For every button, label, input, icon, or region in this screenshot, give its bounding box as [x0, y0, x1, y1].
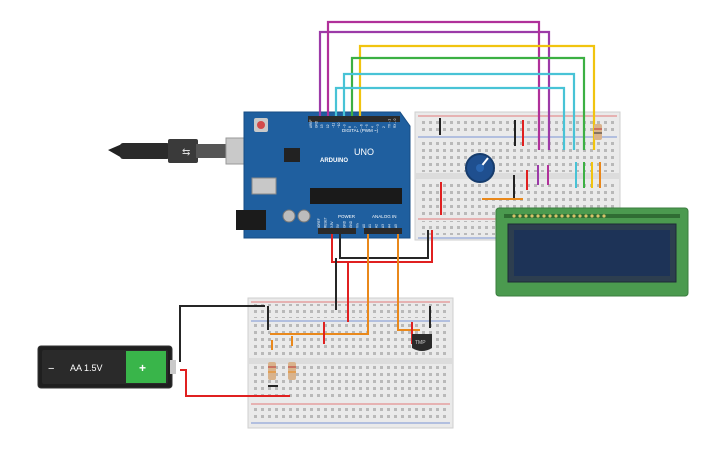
digital-pin-label: ~9 — [343, 124, 347, 128]
battery-aa[interactable]: − AA 1.5V + — [37, 345, 176, 389]
digital-pin-label: ~3 — [376, 124, 380, 128]
resistor-bottom-1 — [268, 362, 276, 380]
digital-header-label: DIGITAL (PWM ~) — [342, 128, 379, 133]
resistor-bottom-2 — [288, 362, 296, 380]
power-analog-pin-label: 3.3V — [330, 221, 334, 228]
lcd-display — [495, 207, 689, 297]
wire-red-battery — [180, 369, 290, 397]
digital-pin-label: 2 — [382, 126, 386, 128]
lcd-pin — [572, 214, 576, 218]
power-analog-pin-label: A1 — [368, 224, 372, 228]
power-analog-pin-label: GND — [349, 220, 353, 228]
lcd-pin — [524, 214, 528, 218]
lcd-pin — [518, 214, 522, 218]
breadboard-bottom-parts — [267, 306, 431, 387]
sensor-label: TMP — [415, 340, 426, 346]
arduino-model-label: UNO — [354, 147, 374, 157]
usb-cable: ⇆ — [108, 137, 261, 165]
digital-pin-label: 12 — [326, 124, 330, 128]
analog-header-label: ANALOG IN — [372, 214, 397, 219]
lcd-pin — [596, 214, 600, 218]
lcd-pin — [590, 214, 594, 218]
chip-small — [284, 148, 300, 162]
lcd-pin — [542, 214, 546, 218]
wire-cyan-1 — [342, 72, 576, 150]
wire-yellow-1 — [358, 44, 596, 150]
power-header-label: POWER — [338, 214, 356, 219]
lcd-pin — [560, 214, 564, 218]
power-analog-pin-label: A2 — [375, 224, 379, 228]
power-analog-pin-label: A0 — [362, 224, 366, 228]
wire-black-arduino-gnd — [339, 230, 429, 259]
svg-text:⇆: ⇆ — [182, 147, 190, 158]
lcd-pin — [554, 214, 558, 218]
digital-pin-label: AREF — [309, 119, 313, 128]
digital-pin-label: GND — [315, 120, 319, 128]
lcd-pin — [584, 214, 588, 218]
digital-pin-label: 7 — [354, 126, 358, 128]
power-analog-pin-label: A5 — [394, 224, 398, 228]
atmega-chip — [310, 188, 402, 204]
lcd-pin — [512, 214, 516, 218]
arduino-uno-board[interactable]: ARDUINO UNO DIGITAL (PWM ~) POWER ANALOG… — [236, 111, 411, 239]
arduino-logo-text: ARDUINO — [320, 158, 348, 164]
wire-purple-1 — [318, 30, 551, 150]
digital-pin-label: ~5 — [365, 124, 369, 128]
digital-pin-label: ~6 — [359, 124, 363, 128]
power-analog-pin-label: A4 — [387, 224, 391, 228]
digital-pin-label: ~10 — [337, 122, 341, 128]
wire-magenta-1 — [326, 20, 541, 150]
lcd-pin — [566, 214, 570, 218]
resistor-top — [594, 124, 602, 140]
lcd-pin — [602, 214, 606, 218]
power-header — [318, 228, 356, 234]
power-wires — [179, 230, 433, 397]
digital-header — [308, 116, 400, 122]
potentiometer[interactable] — [465, 153, 495, 183]
wire-red-arduino-5v — [331, 230, 433, 263]
lcd-pin — [530, 214, 534, 218]
wire-black-battery — [179, 305, 265, 362]
lcd-pin — [536, 214, 540, 218]
analog-header — [364, 228, 402, 234]
breadboard-top-parts — [439, 118, 602, 215]
digital-pin-label: TX→1 — [387, 119, 391, 128]
power-analog-pin-label: IOREF — [317, 218, 321, 228]
power-analog-pin-label: GND — [343, 220, 347, 228]
digital-pin-label: RX←0 — [393, 118, 397, 128]
digital-pin-label: 4 — [371, 126, 375, 128]
battery-minus-terminal: − — [48, 363, 54, 375]
power-analog-pin-label: 5V — [336, 223, 340, 228]
battery-label: AA 1.5V — [70, 363, 103, 373]
digital-pin-label: 8 — [348, 126, 352, 128]
power-jack — [236, 210, 266, 230]
power-analog-pin-label: RESET — [323, 217, 327, 228]
power-analog-pin-label: A3 — [381, 224, 385, 228]
lcd-data-wires — [318, 20, 596, 150]
battery-plus-terminal: + — [139, 361, 146, 375]
temperature-sensor[interactable]: TMP — [412, 334, 432, 351]
lcd-pin — [578, 214, 582, 218]
digital-pin-label: 13 — [320, 124, 324, 128]
power-analog-pin-label: Vin — [355, 223, 359, 228]
wire-cyan-2 — [334, 86, 566, 150]
wire-orange-a0 — [270, 234, 369, 335]
breadboard-bottom — [247, 297, 454, 429]
lcd-pin — [548, 214, 552, 218]
digital-pin-label: ~11 — [331, 123, 335, 128]
